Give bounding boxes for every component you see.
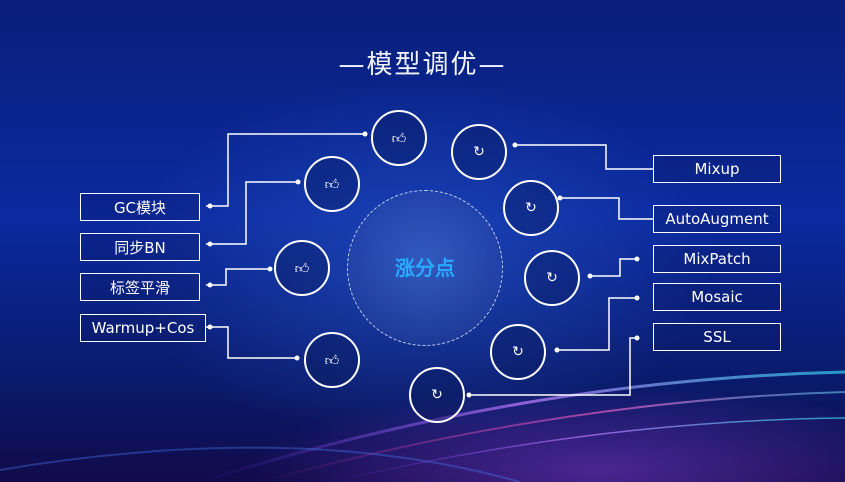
center-label: 涨分点 <box>395 256 455 280</box>
item-warmup-cos: Warmup+Cos <box>80 314 206 342</box>
connector-dot <box>587 273 593 279</box>
connector-syncbn <box>206 181 298 245</box>
connector-dot <box>512 142 518 148</box>
item-ssl: SSL <box>653 323 781 351</box>
refresh-icon: ↻ <box>524 250 580 306</box>
connector-dot <box>362 131 368 137</box>
connector-dot <box>207 324 213 330</box>
thumbs-up-icon: 👍︎ <box>274 240 330 296</box>
item-sync-bn: 同步BN <box>80 233 200 261</box>
connector-ssl <box>469 337 637 396</box>
refresh-icon: ↻ <box>451 124 507 180</box>
thumbs-up-icon: 👍︎ <box>371 110 427 166</box>
connector-gc <box>206 133 365 207</box>
refresh-icon: ↻ <box>409 367 465 423</box>
connector-warmup <box>206 326 297 359</box>
connector-autoaugment <box>560 197 653 220</box>
connector-dot <box>466 392 472 398</box>
connector-dot <box>557 195 563 201</box>
item-mosaic: Mosaic <box>653 283 781 311</box>
connector-mosaic <box>557 297 637 351</box>
center-circle <box>347 190 503 346</box>
refresh-icon: ↻ <box>490 324 546 380</box>
item-autoaugment: AutoAugment <box>653 205 781 233</box>
thumbs-up-icon: 👍︎ <box>304 156 360 212</box>
item-mixup: Mixup <box>653 155 781 183</box>
connector-dot <box>295 179 301 185</box>
connector-dot <box>294 355 300 361</box>
connector-dot <box>634 256 640 262</box>
connector-dot <box>267 266 273 272</box>
connector-labelsmooth <box>206 268 270 286</box>
thumbs-up-icon: 👍︎ <box>304 332 360 388</box>
connector-dot <box>207 282 213 288</box>
connector-dot <box>634 335 640 341</box>
refresh-icon: ↻ <box>503 180 559 236</box>
connector-dot <box>554 347 560 353</box>
page-title: —模型调优— <box>338 50 507 80</box>
item-label-smoothing: 标签平滑 <box>80 273 200 301</box>
connector-mixup <box>515 144 653 170</box>
item-gc-module: GC模块 <box>80 193 200 221</box>
connector-mixpatch <box>590 258 637 277</box>
item-mixpatch: MixPatch <box>653 245 781 273</box>
connector-dot <box>207 203 213 209</box>
connector-dot <box>634 295 640 301</box>
connector-dot <box>207 241 213 247</box>
